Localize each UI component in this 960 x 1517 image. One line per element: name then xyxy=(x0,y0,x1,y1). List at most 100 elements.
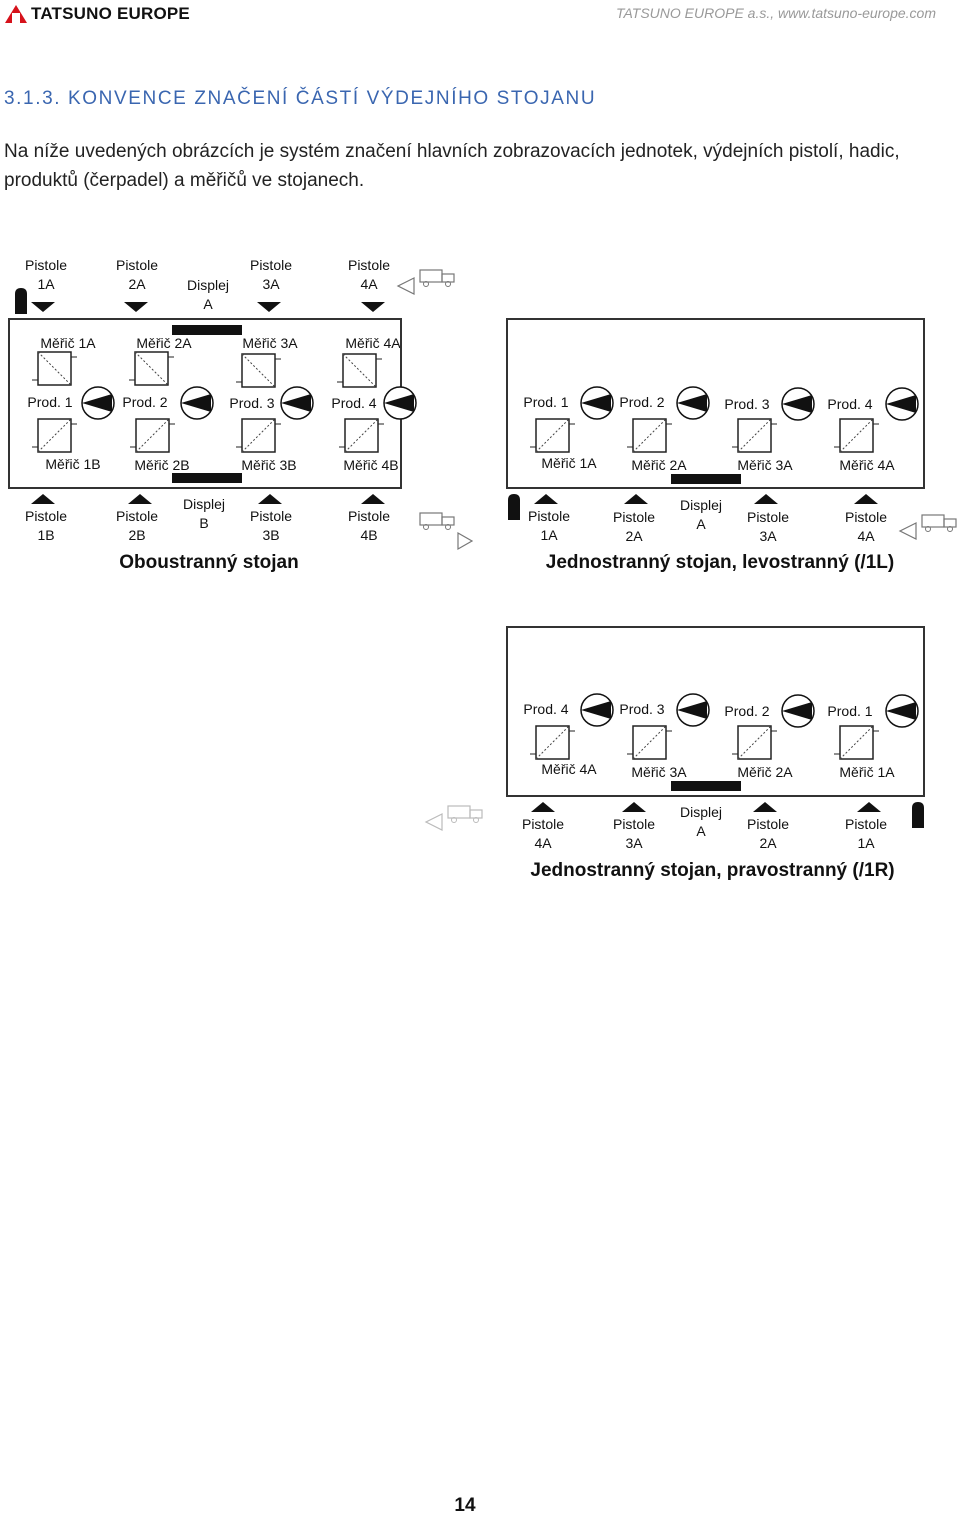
right-meter-3a: Měřič 3A xyxy=(631,764,687,780)
left-pump-4-icon-arrow xyxy=(886,395,916,413)
right-nozzle-2: Pistole 2A xyxy=(746,816,790,851)
left-display-icon xyxy=(671,474,741,484)
header-company-url: TATSUNO EUROPE a.s., www.tatsuno-europe.… xyxy=(615,5,936,21)
double-bottom-display: Displej B xyxy=(182,496,225,531)
double-top-nozzle-1-icon xyxy=(31,302,55,312)
right-truck-icon-wheel1 xyxy=(451,817,457,823)
right-truck-icon-cab xyxy=(469,809,483,819)
left-truck-icon xyxy=(921,514,945,528)
left-operator-icon xyxy=(508,494,520,520)
double-product-2: Prod. 2 xyxy=(122,394,168,410)
right-pump-2-icon-arrow xyxy=(677,701,707,719)
double-bottom-nozzle-4: Pistole 4B xyxy=(347,508,391,543)
double-meter-3b: Měřič 3B xyxy=(241,457,297,473)
left-product-1: Prod. 1 xyxy=(523,394,569,410)
page-number: 14 xyxy=(454,1495,476,1516)
right-product-3: Prod. 3 xyxy=(619,701,665,717)
left-product-3: Prod. 3 xyxy=(724,396,770,412)
double-meter-b-2-icon xyxy=(135,418,170,453)
double-display-b-icon xyxy=(172,473,242,483)
left-meter-1a: Měřič 1A xyxy=(541,455,597,471)
double-product-4: Prod. 4 xyxy=(331,395,377,411)
left-product-2: Prod. 2 xyxy=(619,394,665,410)
left-nozzle-2: Pistole 2A xyxy=(612,509,656,544)
right-meter-4a: Měřič 4A xyxy=(541,761,597,777)
double-meter-4a: Měřič 4A xyxy=(345,335,401,351)
double-bottom-truck-icon-wheel2 xyxy=(445,524,451,530)
double-bottom-truck-icon-arrow xyxy=(457,531,474,551)
left-truck-icon-wheel1 xyxy=(925,526,931,532)
double-top-nozzle-4-icon xyxy=(361,302,385,312)
right-pump-3-icon-arrow xyxy=(782,702,812,720)
right-truck-icon-wheel2 xyxy=(473,817,479,823)
left-pump-3-icon-arrow xyxy=(782,395,812,413)
double-pump-4-icon-arrow xyxy=(384,394,414,412)
double-bottom-nozzle-3: Pistole 3B xyxy=(249,508,293,543)
double-top-nozzle-4: Pistole 4A xyxy=(347,257,391,292)
double-meter-4b: Měřič 4B xyxy=(343,457,399,473)
double-bottom-nozzle-1-icon xyxy=(31,494,55,504)
right-product-1: Prod. 1 xyxy=(827,703,873,719)
left-truck-icon-arrow xyxy=(898,522,917,540)
double-caption: Oboustranný stojan xyxy=(119,552,299,573)
right-nozzle-3-icon xyxy=(753,802,777,812)
left-meter-2a: Měřič 2A xyxy=(631,457,687,473)
double-meter-2b: Měřič 2B xyxy=(134,457,190,473)
double-meter-b-3-icon xyxy=(241,418,276,453)
logo-text: TATSUNO EUROPE xyxy=(31,4,190,23)
double-top-nozzle-3: Pistole 3A xyxy=(249,257,293,292)
double-top-nozzle-1: Pistole 1A xyxy=(24,257,68,292)
double-top-truck-icon-cab xyxy=(441,273,455,283)
right-meter-4-icon xyxy=(839,725,874,760)
left-pump-1-icon-arrow xyxy=(581,394,611,412)
right-meter-3-icon xyxy=(737,725,772,760)
double-meter-b-1-icon xyxy=(37,418,72,453)
right-truck-icon xyxy=(447,805,471,819)
left-meter-2-icon xyxy=(632,418,667,453)
tatsuno-logo: TATSUNO EUROPE xyxy=(5,4,190,24)
left-meter-4a: Měřič 4A xyxy=(839,457,895,473)
left-frame xyxy=(506,318,925,489)
right-truck-icon-arrow xyxy=(424,813,443,831)
tatsuno-logo-icon xyxy=(5,5,27,23)
double-top-nozzle-2: Pistole 2A xyxy=(115,257,159,292)
right-meter-1a: Měřič 1A xyxy=(839,764,895,780)
left-meter-4-icon xyxy=(839,418,874,453)
double-meter-1b: Měřič 1B xyxy=(45,456,101,472)
double-product-3: Prod. 3 xyxy=(229,395,275,411)
left-nozzle-2-icon xyxy=(624,494,648,504)
double-bottom-nozzle-1: Pistole 1B xyxy=(24,508,68,543)
double-top-nozzle-3-icon xyxy=(257,302,281,312)
double-meter-1a: Měřič 1A xyxy=(40,335,96,351)
left-nozzle-1: Pistole 1A xyxy=(527,508,571,543)
double-pump-2-icon-arrow xyxy=(181,394,211,412)
double-top-truck-icon-wheel1 xyxy=(423,281,429,287)
right-meter-2-icon xyxy=(632,725,667,760)
double-product-1: Prod. 1 xyxy=(27,394,73,410)
double-top-nozzle-2-icon xyxy=(124,302,148,312)
double-bottom-nozzle-4-icon xyxy=(361,494,385,504)
right-nozzle-3: Pistole 3A xyxy=(612,816,656,851)
double-display-a-icon xyxy=(172,325,242,335)
right-caption: Jednostranný stojan, pravostranný (/1R) xyxy=(530,860,895,881)
right-product-4: Prod. 4 xyxy=(523,701,569,717)
double-pump-3-icon-arrow xyxy=(281,394,311,412)
double-top-truck-icon xyxy=(419,269,443,283)
left-nozzle-1-icon xyxy=(534,494,558,504)
double-meter-3a: Měřič 3A xyxy=(242,335,298,351)
right-nozzle-4: Pistole 4A xyxy=(521,816,565,851)
left-meter-3-icon xyxy=(737,418,772,453)
double-top-display: Displej A xyxy=(186,277,229,312)
double-bottom-truck-icon-wheel1 xyxy=(423,524,429,530)
double-pump-1-icon-arrow xyxy=(82,394,112,412)
intro-paragraph: Na níže uvedených obrázcích je systém zn… xyxy=(4,141,900,191)
double-meter-a-3-icon xyxy=(241,353,276,388)
left-nozzle-4: Pistole 4A xyxy=(844,509,888,544)
double-top-truck-icon-wheel2 xyxy=(445,281,451,287)
left-nozzle-4-icon xyxy=(854,494,878,504)
right-pump-4-icon-arrow xyxy=(886,702,916,720)
double-top-truck-icon-arrow xyxy=(396,277,415,295)
right-nozzle-1: Pistole 1A xyxy=(844,816,888,851)
left-nozzle-3-icon xyxy=(754,494,778,504)
